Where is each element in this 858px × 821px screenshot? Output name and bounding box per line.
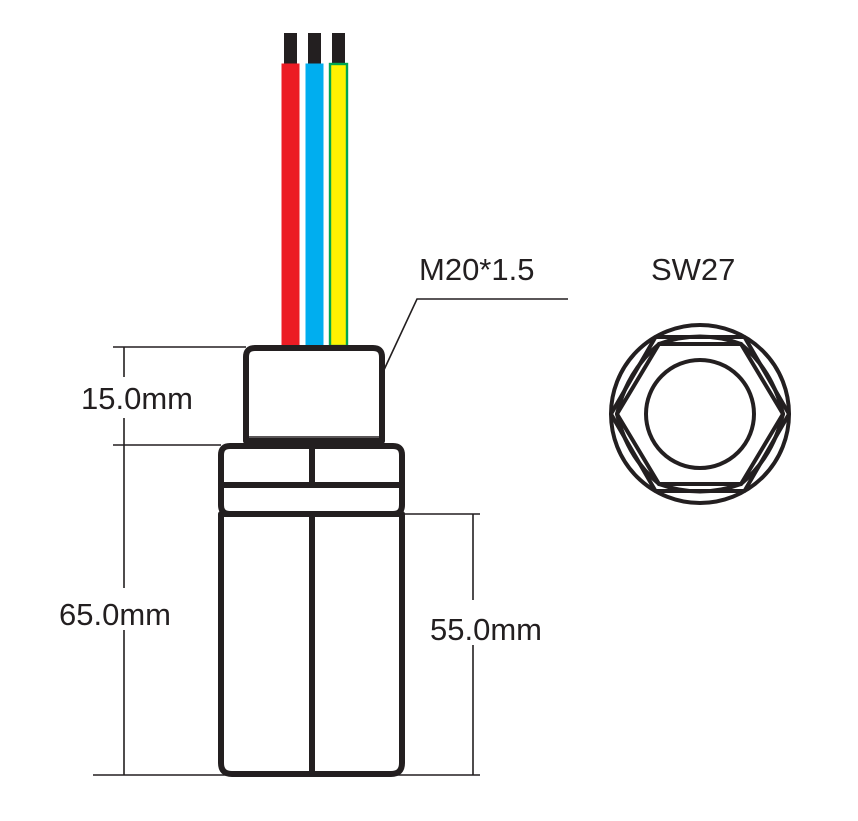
wire-bundle [281, 33, 349, 348]
blue-wire-body [305, 63, 324, 347]
dim-label-body-length: 55.0mm [430, 612, 542, 647]
hex-nut-chamfer-arc-upper-right [739, 342, 785, 416]
cable-gland-cap [243, 345, 385, 444]
thread-label: M20*1.5 [419, 252, 534, 287]
thread-leader-line [382, 298, 568, 373]
hex-nut-cross-section-view: SW27 [609, 252, 791, 505]
yellow-green-wire [328, 33, 349, 348]
wrench-size-label: SW27 [651, 252, 735, 287]
hex-nut-chamfer-arc-top [657, 334, 743, 346]
hex-nut-lower-band [218, 482, 405, 517]
yellow-green-wire-tip [332, 33, 345, 65]
red-wire [281, 33, 300, 347]
dim-label-total-length: 65.0mm [59, 597, 171, 632]
hex-nut-outer-hexagon [609, 335, 791, 493]
hex-nut-chamfer-arc-lower-left [615, 412, 661, 486]
dimension-lines: 15.0mm 65.0mm 55.0mm [59, 346, 542, 776]
red-wire-tip [284, 33, 297, 65]
hex-nut-chamfer-arc-upper-left [615, 342, 661, 416]
yellow-green-wire-body [328, 62, 349, 348]
hex-nut-chamfer-arc-bottom [657, 482, 743, 494]
front-elevation-view [218, 345, 405, 777]
dim-label-cap-height: 15.0mm [81, 381, 193, 416]
blue-wire [305, 33, 324, 347]
hex-nut-inner-bore-circle [644, 358, 756, 470]
blue-wire-tip [308, 33, 321, 65]
hex-nut-chamfer-arc-lower-right [739, 412, 785, 486]
red-wire-body [281, 63, 300, 347]
hex-nut-chamfer-hexagon [615, 342, 785, 486]
hex-nut-outer-circle [609, 323, 791, 505]
thread-callout: M20*1.5 [382, 252, 568, 373]
